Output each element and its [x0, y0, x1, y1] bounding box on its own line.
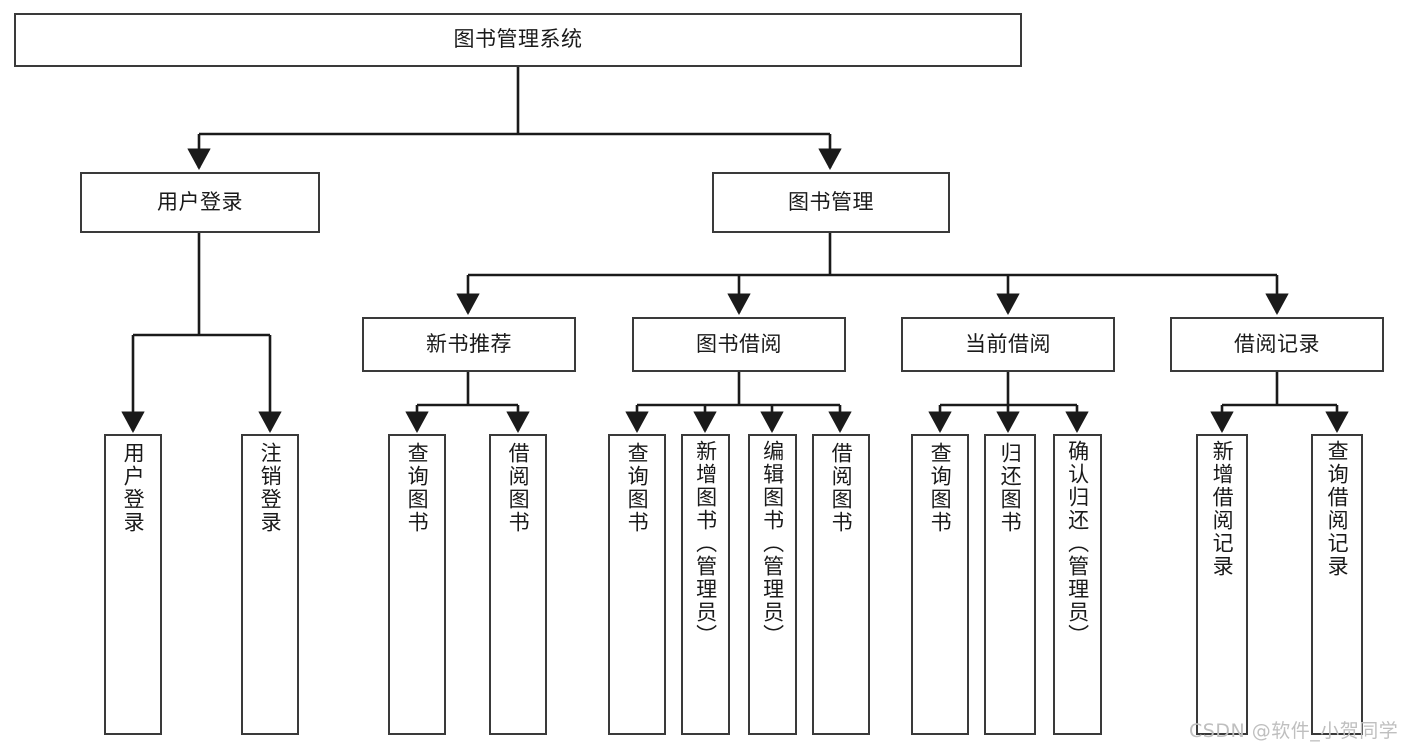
leaf-user-login-signin[interactable]: 用户登录 — [104, 434, 162, 735]
node-borrow-record[interactable]: 借阅记录 — [1170, 317, 1384, 372]
leaf-current-borrow-confirm[interactable]: 确认归还（管理员） — [1053, 434, 1102, 735]
node-user-login[interactable]: 用户登录 — [80, 172, 320, 233]
node-current-borrow[interactable]: 当前借阅 — [901, 317, 1115, 372]
leaf-borrow-record-query[interactable]: 查询借阅记录 — [1311, 434, 1363, 735]
leaf-book-borrow-edit[interactable]: 编辑图书（管理员） — [748, 434, 797, 735]
node-book-management[interactable]: 图书管理 — [712, 172, 950, 233]
leaf-new-book-borrow[interactable]: 借阅图书 — [489, 434, 547, 735]
node-label: 借阅图书 — [829, 442, 854, 534]
node-label: 新书推荐 — [426, 331, 512, 356]
node-label: 借阅记录 — [1234, 331, 1320, 356]
leaf-borrow-record-add[interactable]: 新增借阅记录 — [1196, 434, 1248, 735]
node-book-borrow[interactable]: 图书借阅 — [632, 317, 846, 372]
node-label: 归还图书 — [998, 442, 1023, 534]
leaf-current-borrow-query[interactable]: 查询图书 — [911, 434, 969, 735]
watermark: CSDN @软件_小贺同学 — [1189, 720, 1399, 742]
node-label: 查询图书 — [405, 442, 430, 534]
leaf-new-book-query[interactable]: 查询图书 — [388, 434, 446, 735]
node-new-book-recommend[interactable]: 新书推荐 — [362, 317, 576, 372]
node-label: 确认归还（管理员） — [1065, 440, 1090, 647]
node-label: 图书借阅 — [696, 331, 782, 356]
leaf-current-borrow-return[interactable]: 归还图书 — [984, 434, 1036, 735]
leaf-user-login-signout[interactable]: 注销登录 — [241, 434, 299, 735]
node-label: 用户登录 — [157, 189, 243, 214]
leaf-book-borrow-lend[interactable]: 借阅图书 — [812, 434, 870, 735]
node-label: 编辑图书（管理员） — [760, 440, 785, 647]
node-label: 查询图书 — [625, 442, 650, 534]
node-label: 当前借阅 — [965, 331, 1051, 356]
leaf-book-borrow-query[interactable]: 查询图书 — [608, 434, 666, 735]
node-label: 图书管理系统 — [453, 27, 583, 52]
node-label: 借阅图书 — [506, 442, 531, 534]
node-label: 用户登录 — [121, 442, 146, 534]
node-label: 查询借阅记录 — [1325, 440, 1350, 578]
node-label: 新增图书（管理员） — [693, 440, 718, 647]
node-label: 新增借阅记录 — [1210, 440, 1235, 578]
leaf-book-borrow-add[interactable]: 新增图书（管理员） — [681, 434, 730, 735]
node-label: 图书管理 — [788, 189, 874, 214]
node-label: 注销登录 — [258, 442, 283, 534]
node-root-system[interactable]: 图书管理系统 — [14, 13, 1022, 67]
node-label: 查询图书 — [928, 442, 953, 534]
